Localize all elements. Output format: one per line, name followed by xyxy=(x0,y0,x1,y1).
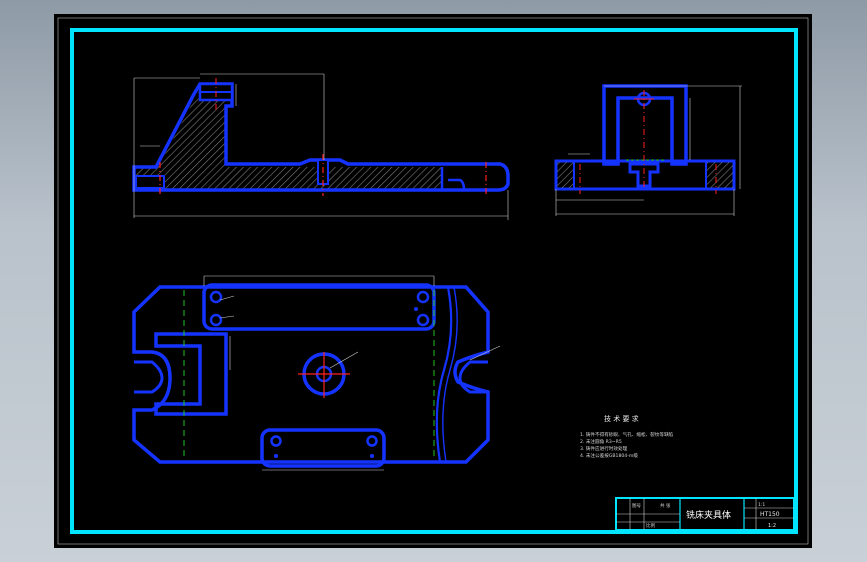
front-base-section xyxy=(134,167,442,190)
front-right-end xyxy=(440,167,466,191)
tech-req-title: 技 术 要 求 xyxy=(604,414,639,423)
tech-req-line-3: 3. 铸件应进行时效处理 xyxy=(580,445,628,452)
front-rib xyxy=(158,96,198,167)
tech-req-line-2: 2. 未注圆角 R3~R5 xyxy=(580,438,622,445)
front-outline xyxy=(132,82,510,192)
drawing-frame xyxy=(70,28,798,534)
side-pocket-left xyxy=(555,160,575,190)
top-left-slot xyxy=(134,360,164,394)
side-boss xyxy=(628,162,660,188)
title-block-cell-d: 共 张 xyxy=(660,502,671,509)
tech-req-line-1: 1. 铸件不得有砂眼、气孔、缩松、裂纹等缺陷 xyxy=(580,431,674,438)
tech-req-line-4: 4. 未注公差按GB1804-m级 xyxy=(580,452,638,459)
title-block-cell-b: 图号 xyxy=(632,503,641,509)
front-left-pocket xyxy=(135,175,165,189)
side-view xyxy=(554,84,742,216)
top-rail xyxy=(202,283,436,331)
top-break-line xyxy=(435,286,453,463)
front-column-section xyxy=(198,92,226,167)
material-label: HT150 xyxy=(760,511,780,518)
side-pocket-right xyxy=(705,160,735,190)
outer-border xyxy=(57,17,809,545)
side-upright xyxy=(602,84,688,166)
title-block-cell-a: 1:1 xyxy=(758,502,765,508)
bottom-rail xyxy=(260,428,386,468)
sheet-scale: 1:2 xyxy=(768,523,776,529)
title-block: 图号 比例 铣床夹具体 HT150 1:2 1:1 共 张 xyxy=(615,497,795,531)
top-view xyxy=(132,275,501,471)
front-view xyxy=(132,73,510,220)
top-right-slot xyxy=(458,360,488,394)
title-block-cell-c: 比例 xyxy=(646,522,655,529)
top-l-block xyxy=(154,332,228,416)
tech-requirements: 技 术 要 求 1. 铸件不得有砂眼、气孔、缩松、裂纹等缺陷 2. 未注圆角 R… xyxy=(580,414,674,459)
drawing-title: 铣床夹具体 xyxy=(686,509,731,521)
drawing-sheet xyxy=(54,14,812,548)
